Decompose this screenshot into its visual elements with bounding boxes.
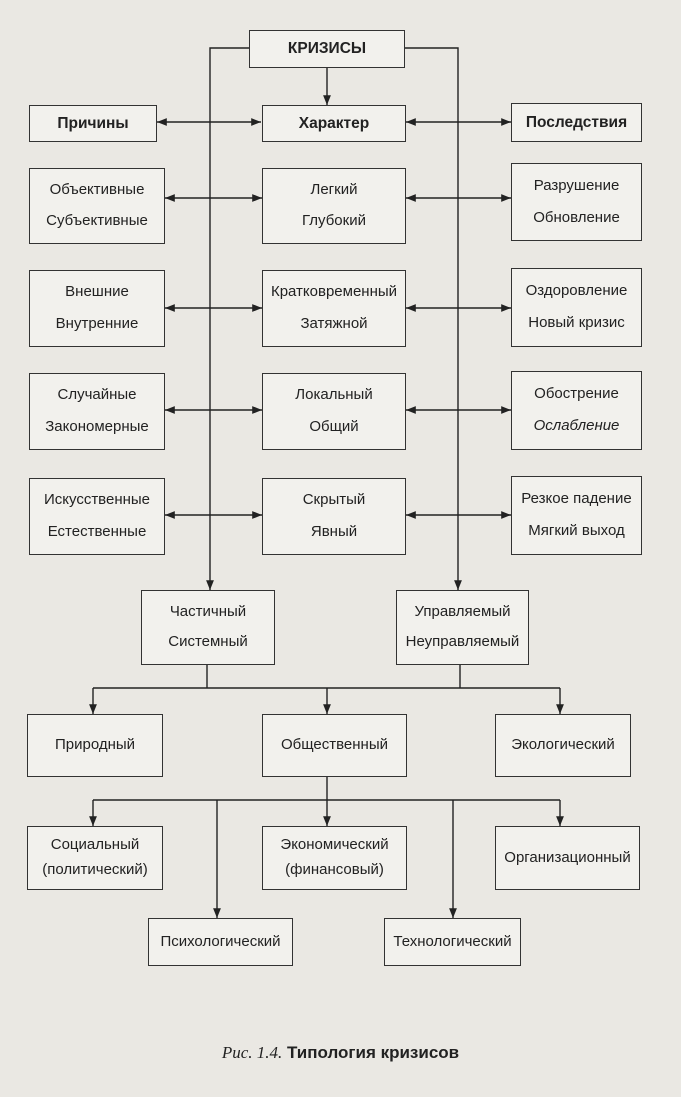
- node-line: (политический): [42, 861, 148, 878]
- social-node: Общественный: [262, 714, 407, 777]
- cause-item: Объективные: [49, 181, 145, 199]
- manageability-item: Неуправляемый: [405, 633, 520, 651]
- consequences-group-1: Разрушение Обновление: [511, 163, 642, 241]
- character-group-2: Кратковременный Затяжной: [262, 270, 406, 347]
- cause-item: Естественные: [47, 522, 147, 540]
- manageability-item: Управляемый: [414, 602, 511, 620]
- organizational-node: Организационный: [495, 826, 640, 890]
- character-item: Локальный: [295, 386, 373, 404]
- scope-item: Системный: [168, 633, 248, 651]
- node-line: (финансовый): [285, 861, 384, 878]
- character-item: Скрытый: [302, 491, 366, 509]
- causes-node: Причины: [29, 105, 157, 142]
- consequence-item: Ослабление: [533, 417, 620, 435]
- character-item: Явный: [310, 522, 358, 540]
- consequences-group-3: Обострение Ослабление: [511, 371, 642, 450]
- right-trunk: [405, 47, 462, 590]
- causes-group-3: Случайные Закономерные: [29, 373, 165, 450]
- cause-item: Внешние: [65, 283, 129, 301]
- scope-item: Частичный: [169, 602, 247, 620]
- consequences-group-4: Резкое падение Мягкий выход: [511, 476, 642, 555]
- left-trunk: [206, 47, 249, 590]
- causes-group-2: Внешние Внутренние: [29, 270, 165, 347]
- character-group-4: Скрытый Явный: [262, 478, 406, 555]
- character-item: Общий: [309, 417, 359, 435]
- node-line: Экономический: [280, 836, 389, 854]
- node-line: Социальный: [50, 836, 140, 854]
- character-item: Глубокий: [302, 212, 366, 230]
- consequence-item: Новый кризис: [528, 314, 625, 332]
- consequences-node: Последствия: [511, 103, 642, 142]
- technological-node: Технологический: [384, 918, 521, 966]
- root-node: КРИЗИСЫ: [249, 30, 405, 68]
- consequence-item: Обновление: [533, 208, 620, 226]
- social-political-node: Социальный (политический): [27, 826, 163, 890]
- ecological-node: Экологический: [495, 714, 631, 777]
- cause-item: Субъективные: [46, 212, 148, 230]
- causes-group-4: Искусственные Естественные: [29, 478, 165, 555]
- character-item: Легкий: [310, 181, 358, 199]
- character-group-3: Локальный Общий: [262, 373, 406, 450]
- character-node: Характер: [262, 105, 406, 142]
- character-group-1: Легкий Глубокий: [262, 168, 406, 244]
- cause-item: Закономерные: [45, 417, 149, 435]
- cause-item: Искусственные: [43, 491, 151, 509]
- psychological-node: Психологический: [148, 918, 293, 966]
- character-item: Затяжной: [300, 314, 368, 332]
- economic-node: Экономический (финансовый): [262, 826, 407, 890]
- scope-group: Частичный Системный: [141, 590, 275, 665]
- consequence-item: Резкое падение: [521, 489, 632, 507]
- consequence-item: Обострение: [534, 384, 619, 402]
- figure-caption: Рис. 1.4. Типология кризисов: [0, 1043, 681, 1063]
- figure-number: Рис. 1.4.: [221, 1043, 283, 1062]
- cause-item: Внутренние: [55, 314, 139, 332]
- character-item: Кратковременный: [270, 283, 398, 301]
- manageability-group: Управляемый Неуправляемый: [396, 590, 529, 665]
- figure-title: Типология кризисов: [287, 1043, 460, 1062]
- consequence-item: Мягкий выход: [528, 522, 625, 540]
- natural-node: Природный: [27, 714, 163, 777]
- consequence-item: Разрушение: [533, 176, 620, 194]
- cause-item: Случайные: [57, 386, 137, 404]
- consequences-group-2: Оздоровление Новый кризис: [511, 268, 642, 347]
- causes-group-1: Объективные Субъективные: [29, 168, 165, 244]
- consequence-item: Оздоровление: [525, 281, 628, 299]
